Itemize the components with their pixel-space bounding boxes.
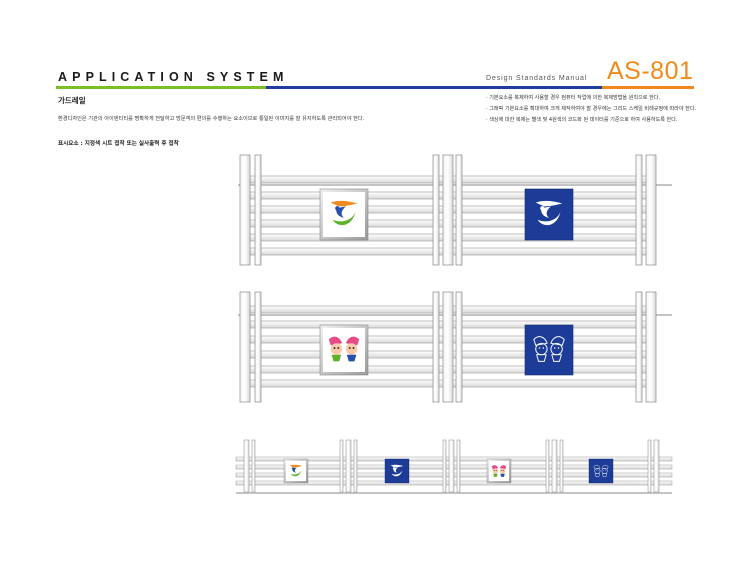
note-item: · 기본요소를 복제하여 사용할 경우 컴퓨터 작업에 의한 복제방법을 원칙으… [486,95,661,101]
sign-panel-white [286,461,306,481]
manual-label: Design Standards Manual [486,75,588,82]
post [551,439,558,493]
note-item: · 그래픽 기본요소를 확대하여 크게 제작하여야 할 경우에는 그리드 스케일… [486,106,697,112]
rail-top-line [238,184,672,186]
post [545,439,550,493]
post [448,439,455,493]
section-title: 가드레일 [58,96,86,105]
post [442,291,454,403]
post [251,439,256,493]
sign-panel-white [323,328,365,372]
post [559,439,564,493]
post [455,291,463,403]
post [455,154,463,266]
post [432,154,440,266]
rail-ground [236,492,672,494]
note-item: · 색상에 대한 복제는 별색 및 4원색의 코드화 된 데이터를 기준으로 하… [486,117,678,123]
post [647,439,652,493]
post [254,291,262,403]
post [243,439,250,493]
guardrail-row-3 [235,439,673,494]
guardrail-row-1 [238,154,672,266]
guardrail-row-2 [238,291,672,403]
section-description: 환경디자인은 기관의 아이덴티티를 명확하게 전달하고 방문객의 편의를 수행하… [58,116,365,122]
post [456,439,461,493]
header-bar-blue [266,86,602,89]
rail-top-line [238,314,672,316]
page-title: APPLICATION SYSTEM [58,70,289,84]
post [345,439,352,493]
post [432,291,440,403]
post [635,154,643,266]
sign-panel-blue [588,458,614,484]
header-bar-green [56,86,266,89]
post [353,439,358,493]
sign-panel-blue [384,458,410,484]
post [339,439,344,493]
notes-list: · 기본요소를 복제하여 사용할 경우 컴퓨터 작업에 의한 복제방법을 원칙으… [486,93,696,126]
post [653,439,660,493]
page-code: AS-801 [607,57,694,85]
sign-panel-white [489,461,509,481]
post [645,154,657,266]
post [254,154,262,266]
post [239,291,251,403]
sign-panel-blue [524,324,574,376]
post [645,291,657,403]
post [635,291,643,403]
header-bar-orange [602,86,694,89]
sign-panel-white [323,192,365,237]
post [239,154,251,266]
post [442,439,447,493]
post [442,154,454,266]
display-method: 표시요소 : 지정색 시트 접착 또는 실사출력 후 접착 [58,141,179,147]
sign-panel-blue [524,188,574,241]
